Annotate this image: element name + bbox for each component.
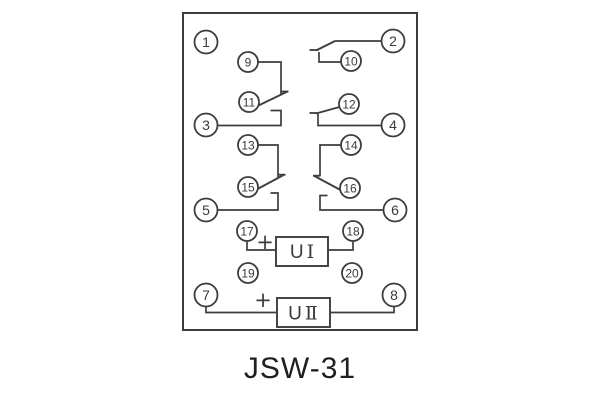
wire-18-to-ui: [328, 241, 354, 251]
component-ui-numeral: Ⅰ: [307, 241, 315, 263]
terminal-5-circle: [193, 197, 219, 223]
terminal-10-circle: [340, 50, 362, 72]
terminal-9-number: 9: [245, 55, 252, 69]
terminal-13-circle: [237, 134, 259, 156]
terminal-20: 20: [341, 262, 363, 284]
wire-14-fixed-contact: [319, 144, 341, 176]
terminal-10: 10: [340, 50, 362, 72]
terminal-13: 13: [237, 134, 259, 156]
terminal-16-circle: [339, 177, 361, 199]
component-uii-letter: U: [288, 304, 302, 325]
terminal-4-circle: [380, 112, 406, 138]
polarity-plus-uii: +: [254, 288, 272, 312]
terminal-14: 14: [340, 134, 362, 156]
switch-blade-2: [315, 40, 336, 52]
terminal-9: 9: [237, 51, 259, 73]
terminal-15-circle: [237, 176, 259, 198]
terminal-19: 19: [237, 262, 259, 284]
terminal-20-circle: [341, 262, 363, 284]
terminal-4-number: 4: [389, 117, 397, 133]
wire-3-lower-contact: [217, 109, 282, 127]
terminal-14-number: 14: [344, 138, 358, 152]
terminal-4: 4: [380, 112, 406, 138]
diagram-title: JSW-31: [243, 352, 357, 385]
wire-13-fixed-contact: [258, 144, 279, 177]
terminal-2: 2: [380, 28, 406, 54]
terminal-15: 15: [237, 176, 259, 198]
terminal-17-number: 17: [240, 224, 254, 238]
terminal-3-circle: [193, 112, 219, 138]
terminal-16-number: 16: [343, 181, 357, 195]
terminal-6: 6: [382, 197, 408, 223]
switch-blade-16: [313, 174, 341, 191]
terminal-17: 17: [236, 220, 258, 242]
wire-5-lower-contact: [217, 192, 279, 211]
terminal-1: 1: [193, 29, 219, 55]
terminal-3: 3: [193, 112, 219, 138]
terminal-15-number: 15: [241, 180, 255, 194]
switch-blade-12: [315, 106, 340, 115]
component-box-uii: [276, 297, 331, 328]
terminal-14-circle: [340, 134, 362, 156]
terminal-7: 7: [193, 282, 219, 308]
terminal-16: 16: [339, 177, 361, 199]
terminal-11: 11: [238, 91, 260, 113]
switch-blade-15: [257, 173, 285, 190]
terminal-6-number: 6: [391, 202, 399, 218]
wire-4-fixed-contact: [317, 114, 382, 127]
terminal-11-number: 11: [243, 95, 256, 109]
component-box-ui: [275, 236, 329, 267]
terminal-12-circle: [338, 93, 360, 115]
terminal-5-number: 5: [202, 202, 210, 218]
terminal-11-circle: [238, 91, 260, 113]
terminal-6-circle: [382, 197, 408, 223]
terminal-18: 18: [342, 220, 364, 242]
terminal-19-circle: [237, 262, 259, 284]
terminal-20-number: 20: [345, 266, 359, 280]
terminal-18-number: 18: [346, 224, 360, 238]
component-uii-numeral: Ⅱ: [305, 303, 318, 325]
terminal-9-circle: [237, 51, 259, 73]
wire-8-to-uii: [330, 306, 395, 314]
terminal-17-circle: [236, 220, 258, 242]
terminal-18-circle: [342, 220, 364, 242]
terminal-7-circle: [193, 282, 219, 308]
terminal-13-number: 13: [241, 138, 255, 152]
terminal-1-number: 1: [202, 34, 210, 50]
terminal-2-circle: [380, 28, 406, 54]
terminal-8-circle: [381, 282, 407, 308]
terminal-12: 12: [338, 93, 360, 115]
terminal-8: 8: [381, 282, 407, 308]
terminal-2-number: 2: [389, 33, 397, 49]
wire-9-fixed-contact: [258, 61, 282, 94]
switch-blade-11: [258, 90, 288, 107]
terminal-8-number: 8: [390, 287, 398, 303]
terminal-7-number: 7: [202, 287, 210, 303]
terminal-1-circle: [193, 29, 219, 55]
terminal-3-number: 3: [202, 117, 210, 133]
terminal-12-number: 12: [342, 97, 356, 111]
panel-outline: [182, 12, 418, 331]
wire-10-fixed-contact: [318, 52, 341, 63]
polarity-plus-ui: +: [256, 230, 274, 254]
wire-7-to-uii: [205, 306, 277, 314]
component-ui-letter: U: [290, 242, 304, 263]
wire-17-to-ui: [246, 241, 276, 251]
terminal-5: 5: [193, 197, 219, 223]
terminal-19-number: 19: [241, 266, 255, 280]
wire-6-lower-contact: [319, 194, 384, 211]
terminal-10-number: 10: [344, 54, 358, 68]
